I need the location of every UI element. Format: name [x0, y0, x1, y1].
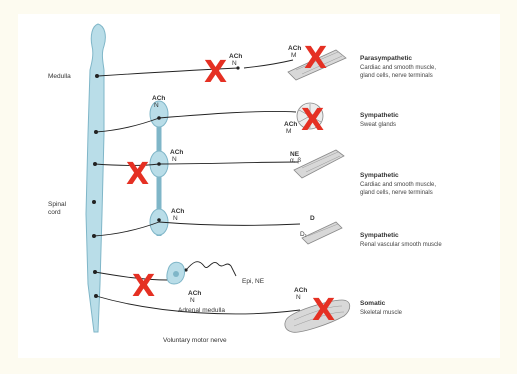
- renal-vascular-muscle: [302, 222, 342, 244]
- svg-text:Cardiac and smooth muscle,: Cardiac and smooth muscle,: [360, 65, 436, 71]
- ganglia: [150, 101, 168, 235]
- svg-text:ACh: ACh: [288, 45, 301, 52]
- target-title: Sympathetic: [360, 172, 399, 179]
- x-mark-icon: X: [126, 157, 149, 192]
- svg-text:ACh: ACh: [229, 53, 242, 60]
- x-mark-icon: X: [132, 269, 155, 304]
- svg-text:ACh: ACh: [284, 121, 297, 128]
- x-mark-icon: X: [301, 103, 324, 138]
- label-epi-ne: Epi, NE: [242, 278, 265, 285]
- svg-text:ACh: ACh: [294, 287, 307, 294]
- svg-text:Cardiac and smooth muscle,: Cardiac and smooth muscle,: [360, 182, 436, 188]
- svg-text:Skeletal muscle: Skeletal muscle: [360, 310, 403, 316]
- label-cord: cord: [48, 209, 61, 216]
- smooth-muscle-2: [294, 150, 344, 178]
- svg-text:α, β: α, β: [290, 157, 301, 164]
- svg-text:Renal vascular smooth muscle: Renal vascular smooth muscle: [360, 242, 442, 248]
- svg-text:N: N: [232, 60, 237, 67]
- svg-text:ACh: ACh: [152, 95, 165, 102]
- target-title: Somatic: [360, 300, 386, 307]
- svg-text:N: N: [296, 294, 301, 301]
- svg-text:ACh: ACh: [188, 290, 201, 297]
- target-title: Parasympathetic: [360, 55, 412, 62]
- target-descriptions: Parasympathetic Cardiac and smooth muscl…: [360, 55, 442, 316]
- svg-text:Sweat glands: Sweat glands: [360, 122, 396, 128]
- svg-text:D₁: D₁: [300, 231, 308, 238]
- label-spinal: Spinal: [48, 201, 67, 208]
- target-title: Sympathetic: [360, 232, 399, 239]
- svg-text:ACh: ACh: [171, 208, 184, 215]
- nerve-fibers: [94, 60, 300, 314]
- autonomic-nervous-system-diagram: Medulla Spinal cord: [18, 14, 500, 358]
- svg-text:gland cells, nerve terminals: gland cells, nerve terminals: [360, 73, 433, 79]
- svg-text:N: N: [154, 102, 159, 109]
- svg-text:N: N: [172, 156, 177, 163]
- label-voluntary-motor-nerve: Voluntary motor nerve: [163, 337, 227, 344]
- x-mark-icon: X: [204, 55, 227, 90]
- label-medulla: Medulla: [48, 73, 71, 80]
- diagram-panel: Medulla Spinal cord: [18, 14, 500, 358]
- svg-text:ACh: ACh: [170, 149, 183, 156]
- x-mark-icon: X: [312, 293, 335, 328]
- svg-text:M: M: [291, 52, 296, 59]
- svg-text:gland cells, nerve terminals: gland cells, nerve terminals: [360, 190, 433, 196]
- svg-text:D: D: [310, 215, 315, 222]
- svg-text:N: N: [173, 215, 178, 222]
- spinal-cord: [86, 24, 105, 332]
- svg-text:M: M: [286, 128, 291, 135]
- target-title: Sympathetic: [360, 112, 399, 119]
- x-mark-icon: X: [304, 41, 327, 76]
- svg-text:N: N: [190, 297, 195, 304]
- label-adrenal-medulla: Adrenal medulla: [178, 307, 225, 314]
